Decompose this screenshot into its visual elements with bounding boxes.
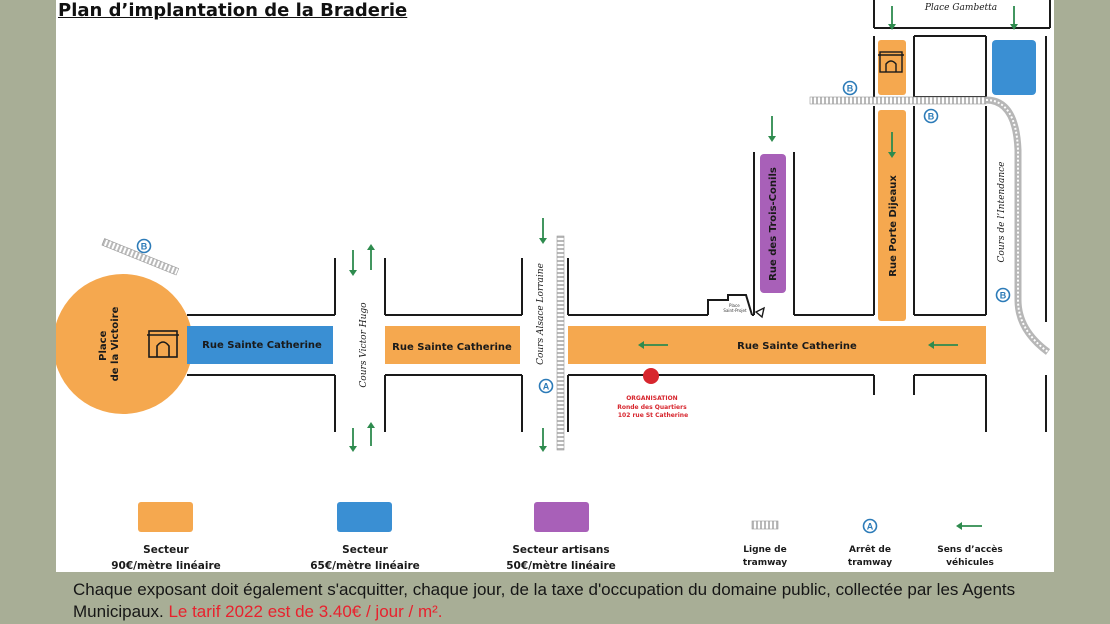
triangle-marker-icon [754, 306, 766, 319]
tram-stop-badge-icon: B [842, 80, 858, 96]
sector-orange-ste-catherine-main [568, 326, 986, 364]
arrow-down-icon [349, 428, 357, 452]
footer-tariff-highlight: Le tarif 2022 est de 3.40€ / jour / m². [168, 602, 443, 621]
street-label-alsace-lorraine: Cours Alsace Lorraine [536, 263, 546, 365]
arrow-left-icon [956, 522, 982, 530]
street-label-victor-hugo: Cours Victor Hugo [359, 302, 369, 388]
svg-text:B: B [141, 242, 148, 252]
svg-text:B: B [928, 112, 935, 122]
street-label-ste-catherine-mid: Rue Sainte Catherine [392, 342, 512, 353]
arch-monument-icon [878, 51, 904, 73]
tram-stop-badge-icon: B [136, 238, 152, 254]
place-gambetta-label: Place Gambetta [924, 3, 997, 13]
street-label-trois-conils: Rue des Trois-Conils [768, 167, 779, 281]
footer-note: Chaque exposant doit également s'acquitt… [73, 579, 1063, 623]
street-outlines [187, 0, 1051, 432]
legend-swatch-purple [534, 502, 589, 532]
arrow-down-icon [888, 6, 896, 30]
svg-text:A: A [867, 522, 874, 532]
map-drawing: B B B B A Place de la Victoire Rue Saint… [56, 0, 1051, 572]
svg-text:A: A [543, 382, 550, 392]
map-panel: B B B B A Place de la Victoire Rue Saint… [56, 0, 1054, 572]
arrow-down-icon [349, 250, 357, 276]
tram-lines [101, 96, 1051, 451]
arrow-down-icon [539, 428, 547, 452]
arrow-down-icon [1010, 6, 1018, 30]
tram-stop-badge-icon: A [538, 378, 554, 394]
sector-orange-gambetta [878, 40, 906, 95]
street-label-ste-catherine-main: Rue Sainte Catherine [737, 341, 857, 352]
arrow-left-icon [928, 341, 958, 349]
arrow-up-icon [367, 422, 375, 446]
legend-swatch-orange [138, 502, 193, 532]
tram-stop-badge-icon: A [862, 518, 878, 534]
svg-text:ORGANISATION Ronde des: ORGANISATION Ronde des Quartiers 102 rue… [617, 395, 689, 419]
direction-arrows [349, 6, 1018, 452]
svg-text:B: B [847, 84, 854, 94]
arch-monument-icon [147, 330, 179, 358]
tram-stops: B B B B A [136, 80, 1011, 394]
sector-orange-ste-catherine-mid [385, 326, 520, 364]
arrow-left-icon [638, 341, 668, 349]
place-victoire-sector [56, 274, 193, 414]
arrow-up-icon [367, 244, 375, 270]
tram-rail-icon [751, 520, 779, 530]
legend-swatch-blue [337, 502, 392, 532]
sector-purple-trois-conils [760, 154, 786, 293]
sector-blue-gambetta [992, 40, 1036, 95]
street-label-porte-dijeaux: Rue Porte Dijeaux [888, 175, 899, 277]
tram-stop-badge-icon: B [923, 108, 939, 124]
footer-text: Chaque exposant doit également s'acquitt… [73, 580, 1016, 621]
sectors [56, 40, 1036, 414]
tram-stop-badge-icon: B [995, 287, 1011, 303]
arrow-down-icon [539, 218, 547, 244]
street-label-ste-catherine-blue: Rue Sainte Catherine [202, 340, 322, 351]
sector-orange-porte-dijeaux [878, 110, 906, 321]
place-victoire-label: Place de la Victoire [98, 306, 121, 381]
organisation-marker: ORGANISATION Ronde des Quartiers 102 rue… [617, 368, 689, 419]
place-saint-projet-label: Place Saint-Projet [723, 303, 747, 313]
street-label-intendance: Cours de l’Intendance [997, 162, 1007, 263]
sector-blue-ste-catherine [187, 326, 333, 364]
arrow-down-icon [888, 132, 896, 158]
map-title: Plan d’implantation de la Braderie [58, 0, 408, 21]
svg-text:B: B [1000, 291, 1007, 301]
location-dot-icon [643, 368, 659, 384]
arrow-down-icon [768, 116, 776, 142]
